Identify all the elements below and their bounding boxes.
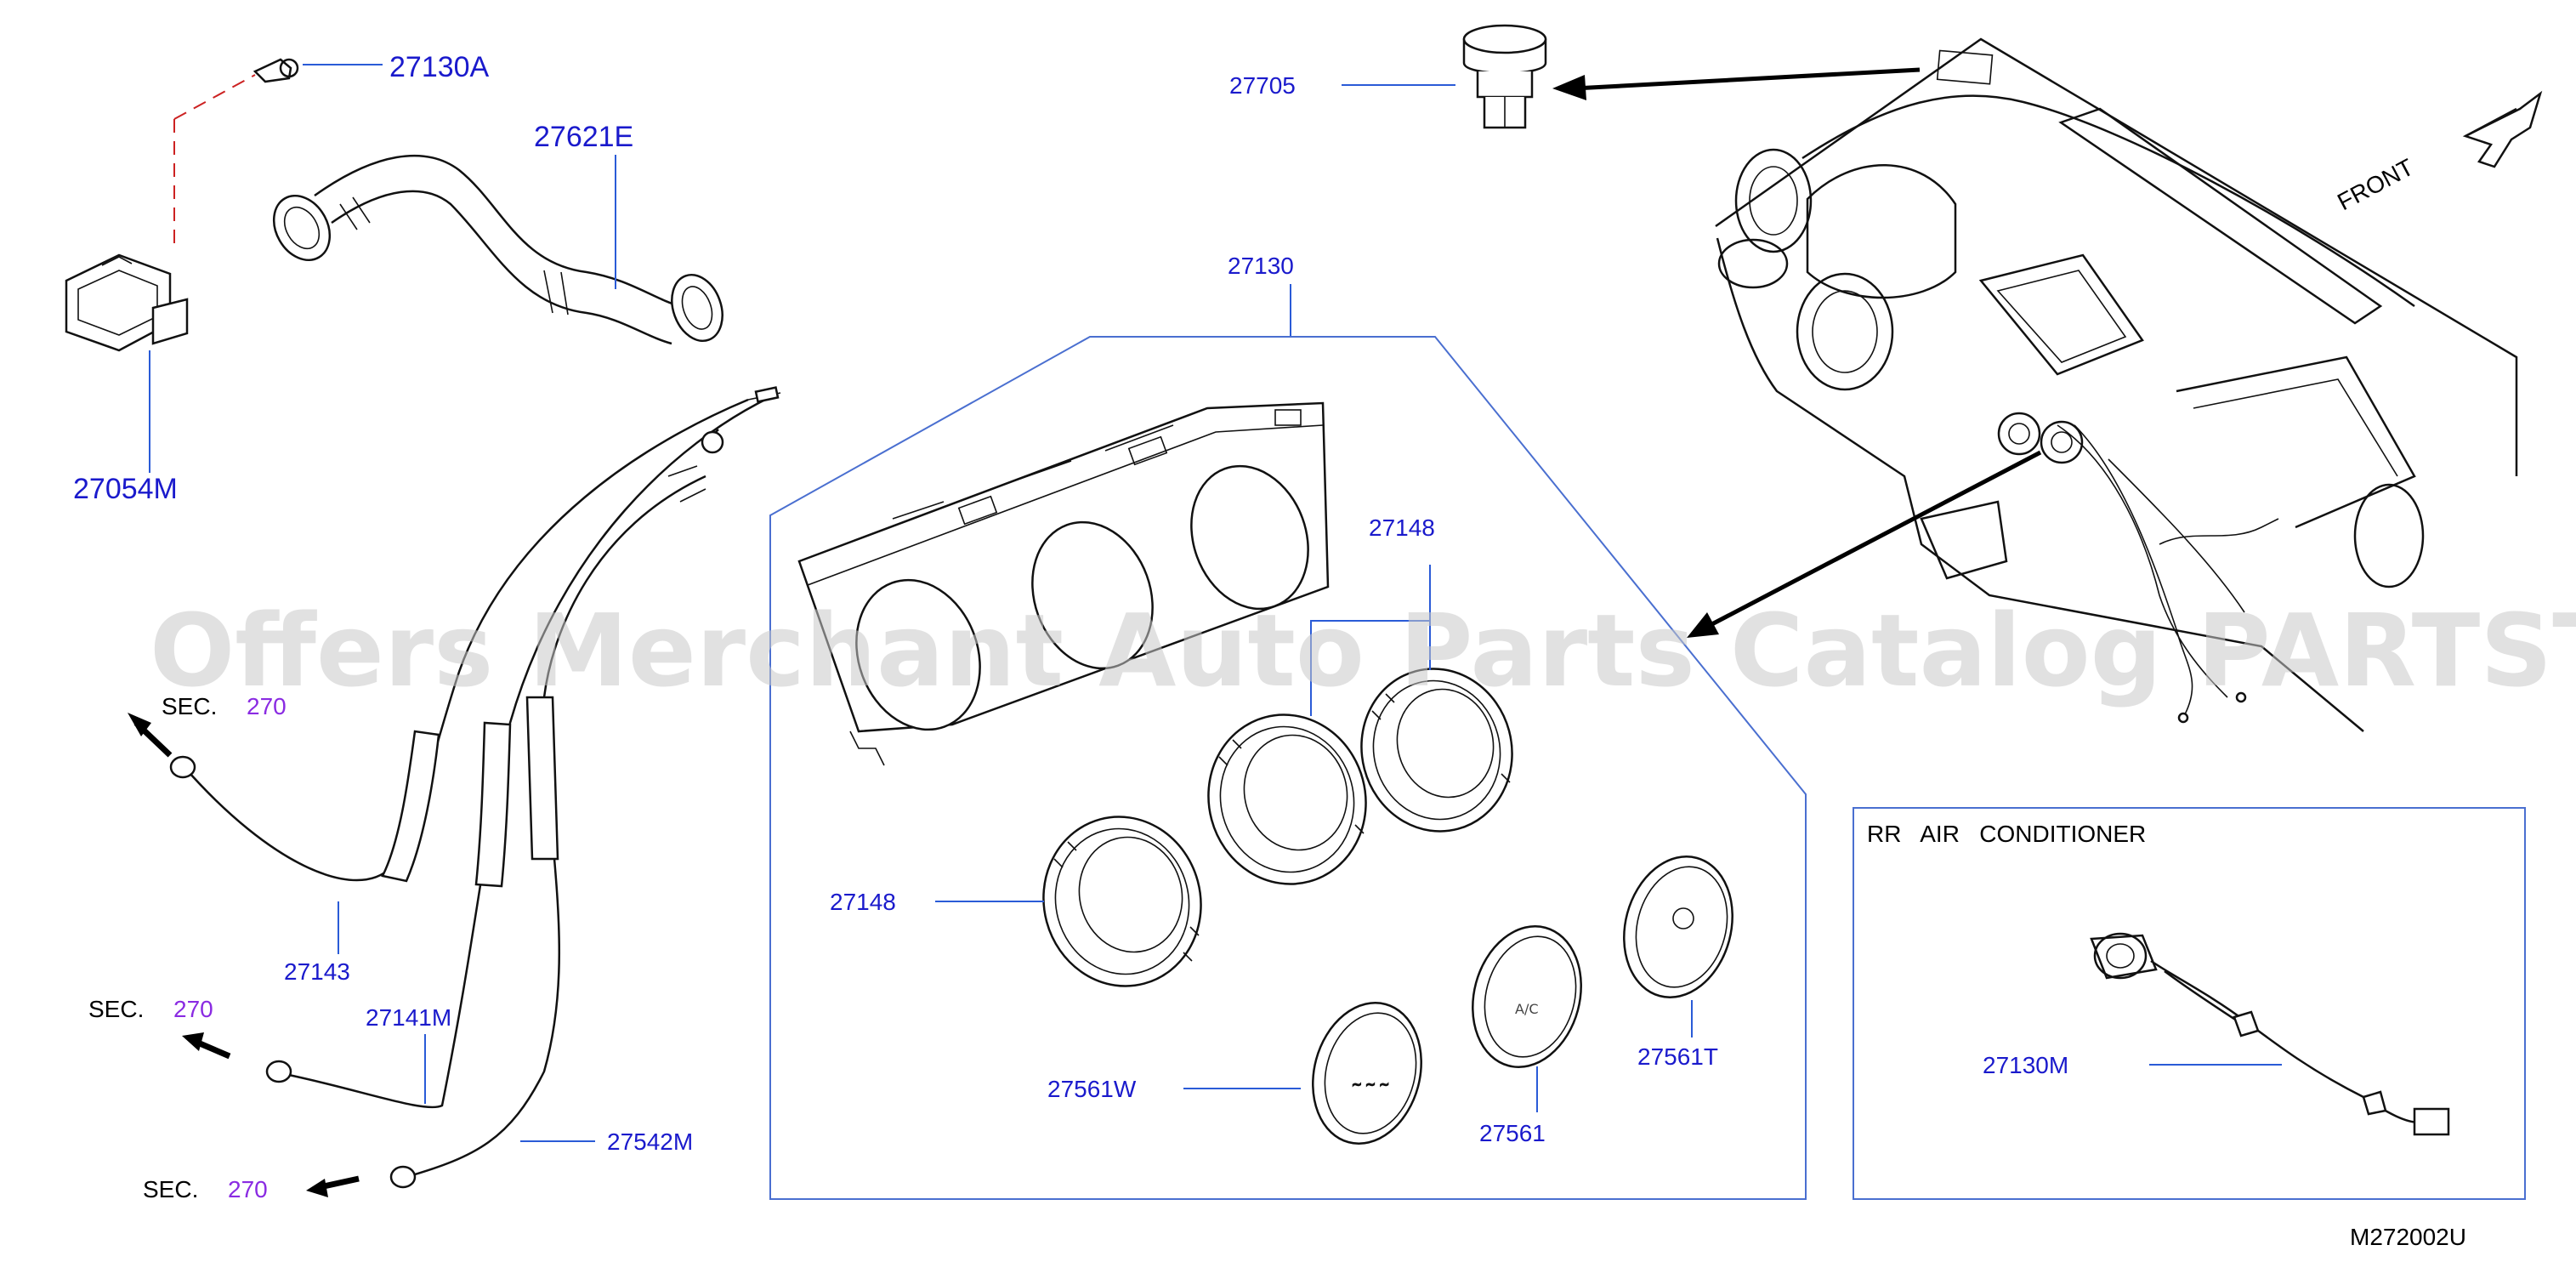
label-27130m[interactable]: 27130M — [1983, 1052, 2068, 1078]
knob-face-27561t[interactable] — [1609, 844, 1747, 1009]
svg-text:~ ~ ~: ~ ~ ~ — [1352, 1078, 1389, 1092]
label-27054m[interactable]: 27054M — [73, 473, 178, 505]
label-27561w[interactable]: 27561W — [1047, 1076, 1137, 1102]
control-cable-27143[interactable] — [169, 398, 749, 883]
clip-27705[interactable] — [1462, 24, 1547, 129]
control-cable-27542m[interactable] — [389, 475, 706, 1189]
label-27705[interactable]: 27705 — [1229, 72, 1296, 99]
dashboard-illustration — [1715, 37, 2518, 732]
label-27141m[interactable]: 27141M — [366, 1004, 451, 1031]
label-27130a[interactable]: 27130A — [389, 51, 490, 83]
sec-label-1: SEC. — [162, 693, 217, 719]
duct-hose-27621e[interactable] — [263, 154, 731, 348]
sec-number-1[interactable]: 270 — [247, 693, 287, 719]
front-arrow-icon — [2462, 90, 2543, 168]
watermark: Offers Merchant Auto Parts Catalog PARTS… — [150, 592, 2576, 709]
knob-face-27561w[interactable]: ~ ~ ~ — [1297, 991, 1436, 1156]
label-27148-top[interactable]: 27148 — [1369, 514, 1435, 541]
cable-ends — [667, 386, 781, 503]
rr-box-title: RR AIR CONDITIONER — [1867, 821, 2146, 847]
sec-label-3: SEC. — [143, 1176, 198, 1202]
control-panel-housing-27130[interactable] — [797, 401, 1330, 766]
screw-27130a[interactable] — [173, 58, 299, 247]
label-27143[interactable]: 27143 — [284, 958, 350, 985]
svg-text:A/C: A/C — [1515, 1001, 1539, 1017]
control-cable-27141m[interactable] — [265, 398, 766, 1109]
rr-air-conditioner-box — [1853, 807, 2526, 1200]
bracket-27054m[interactable] — [65, 253, 189, 352]
label-27561t[interactable]: 27561T — [1637, 1043, 1718, 1070]
sec-number-3[interactable]: 270 — [228, 1176, 268, 1202]
sec-label-2: SEC. — [88, 996, 144, 1022]
label-27130[interactable]: 27130 — [1228, 253, 1294, 279]
label-27148-left[interactable]: 27148 — [830, 889, 896, 915]
knob-ring-27148-b[interactable] — [1189, 697, 1384, 902]
label-27561[interactable]: 27561 — [1479, 1120, 1546, 1146]
knob-ring-27148-c[interactable] — [1343, 651, 1530, 848]
knob-face-27561[interactable]: A/C — [1457, 914, 1596, 1079]
label-27621e[interactable]: 27621E — [534, 121, 633, 153]
sec-number-2[interactable]: 270 — [173, 996, 213, 1022]
rear-switch-27130m[interactable] — [2090, 932, 2450, 1136]
knob-ring-27148-a[interactable] — [1024, 799, 1219, 1004]
label-27542m[interactable]: 27542M — [607, 1128, 693, 1155]
diagram-code: M272002U — [2350, 1224, 2466, 1250]
front-label: FRONT — [2333, 154, 2418, 216]
